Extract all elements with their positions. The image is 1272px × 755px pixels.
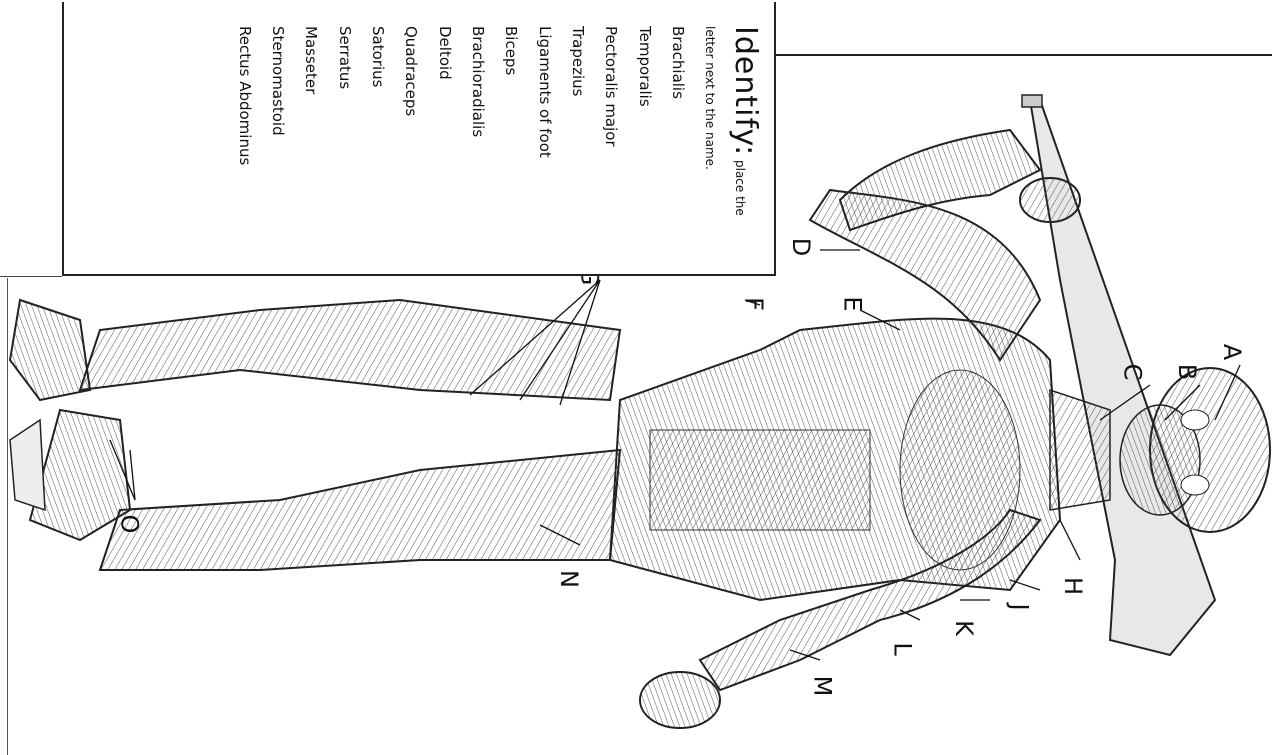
muscle-name: Quadraceps — [402, 26, 420, 116]
label-j: J — [1006, 603, 1034, 610]
muscle-name: Temporalis — [636, 26, 654, 107]
muscle-name: Rectus Abdominus — [236, 26, 254, 165]
muscle-name: Satorius — [369, 26, 387, 87]
right-leg — [10, 410, 620, 570]
muscle-name: Brachioradialis — [469, 26, 487, 137]
muscle-name: Serratus — [336, 26, 354, 89]
label-o: O — [115, 515, 143, 534]
label-e: E — [839, 296, 867, 311]
muscle-name: Ligaments of foot — [536, 26, 554, 158]
muscle-name: Pectoralis major — [602, 26, 620, 147]
identify-title: Identify: place the — [728, 26, 763, 216]
label-d: D — [787, 238, 815, 256]
muscle-name: Biceps — [502, 26, 520, 75]
identify-heading: Identify: — [728, 26, 763, 156]
muscle-name: Masseter — [302, 26, 320, 94]
muscle-name: Deltoid — [436, 26, 454, 80]
muscle-name: Trapezius — [569, 26, 587, 96]
label-k: K — [950, 620, 978, 636]
label-n: N — [555, 570, 583, 588]
label-c: C — [1118, 364, 1146, 381]
abdominals — [650, 430, 870, 530]
label-m: M — [808, 676, 836, 697]
label-a: A — [1218, 344, 1246, 360]
muscle-name: Brachialis — [669, 26, 687, 99]
label-l: L — [889, 642, 917, 655]
left-leg — [10, 300, 620, 400]
identify-instruction-part1: place the — [733, 156, 747, 216]
identify-instruction-part2: letter next to the name. — [703, 26, 717, 170]
muscle-name: Sternomastoid — [269, 26, 287, 136]
label-b: B — [1173, 364, 1201, 380]
label-h: H — [1059, 577, 1087, 595]
label-f: F — [740, 297, 768, 311]
